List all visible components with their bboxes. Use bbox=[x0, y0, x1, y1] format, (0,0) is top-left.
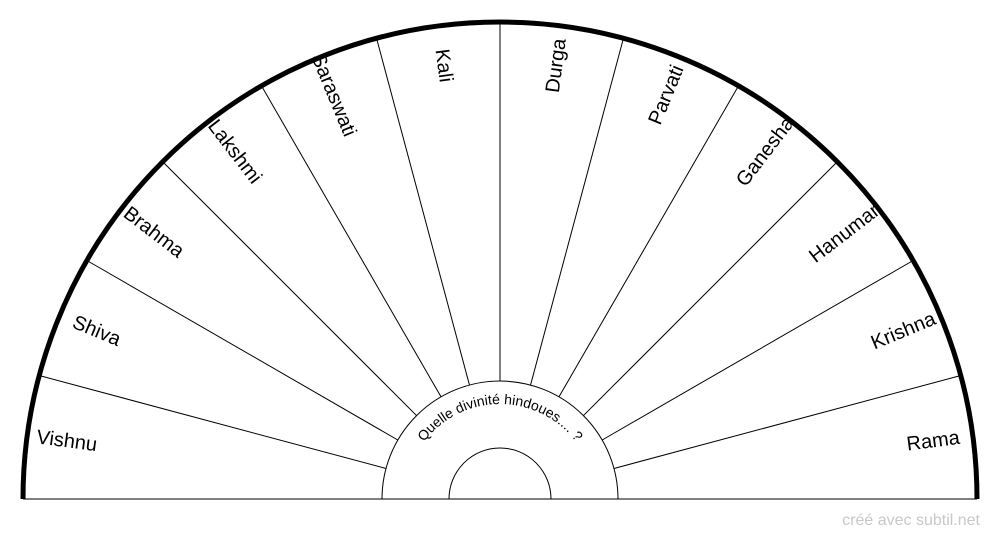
sector-label-ganesha: Ganesha bbox=[732, 112, 799, 190]
sector-label-hanuman: Hanuman bbox=[805, 197, 887, 267]
credit-footer: créé avec subtil.net bbox=[842, 512, 980, 529]
sector-divider bbox=[162, 161, 417, 416]
sector-label-durga: Durga bbox=[542, 36, 571, 94]
center-hub bbox=[448, 447, 552, 500]
sector-divider bbox=[601, 260, 914, 441]
sector-label-saraswati: Saraswati bbox=[306, 50, 360, 140]
sector-dividers bbox=[39, 22, 961, 469]
sector-divider bbox=[261, 85, 442, 398]
sector-label-parvati: Parvati bbox=[644, 62, 688, 128]
sector-label-kali: Kali bbox=[431, 48, 457, 84]
sector-label-brahma: Brahma bbox=[119, 202, 189, 263]
sector-divider bbox=[530, 38, 624, 386]
sector-divider bbox=[39, 375, 387, 469]
sector-divider bbox=[583, 161, 838, 416]
sector-label-lakshmi: Lakshmi bbox=[203, 116, 266, 188]
sector-label-vishnu: Vishnu bbox=[35, 426, 98, 456]
sector-divider bbox=[558, 85, 739, 398]
sector-label-krishna: Krishna bbox=[868, 308, 940, 355]
sector-divider bbox=[613, 375, 961, 469]
sector-divider bbox=[376, 38, 470, 386]
sector-label-rama: Rama bbox=[905, 427, 962, 456]
sector-divider bbox=[86, 260, 399, 441]
inner-ring bbox=[381, 380, 619, 500]
outer-arc bbox=[20, 19, 980, 500]
sector-label-shiva: Shiva bbox=[69, 311, 124, 351]
